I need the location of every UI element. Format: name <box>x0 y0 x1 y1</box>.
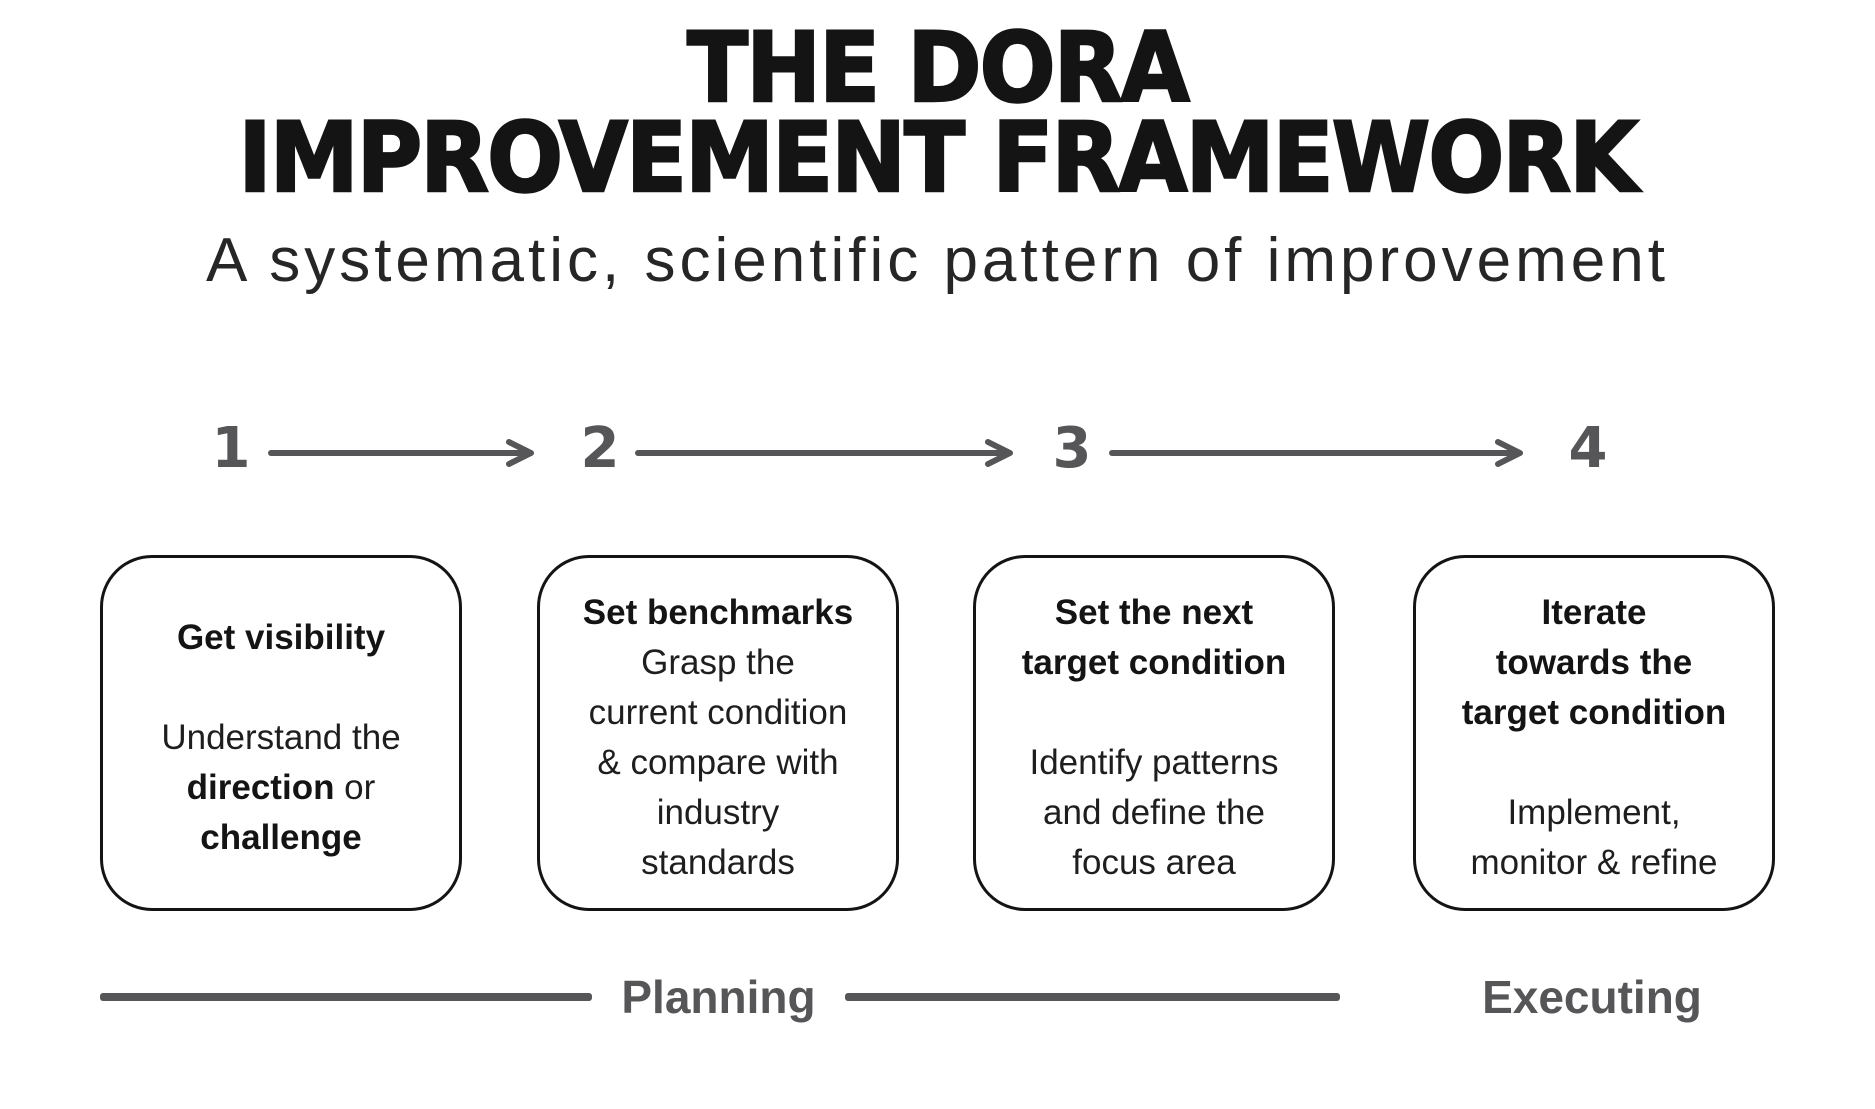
planning-phase-line-right <box>845 993 1340 1001</box>
step-number-1: 1 <box>211 416 251 481</box>
page-subtitle: A systematic, scientific pattern of impr… <box>206 226 1669 295</box>
step-number-3: 3 <box>1052 416 1092 481</box>
phase-label-executing: Executing <box>1482 971 1702 1023</box>
phase-label-planning: Planning <box>621 971 816 1023</box>
arrow-right-icon <box>635 439 1013 467</box>
arrow-right-icon <box>268 439 534 467</box>
planning-phase-line-left <box>100 993 592 1001</box>
step-card-title: Set benchmarks <box>582 593 854 632</box>
step-number-4: 4 <box>1568 416 1608 481</box>
step-card-body: Implement,monitor & refine <box>1470 793 1718 882</box>
step-number-2: 2 <box>580 416 620 481</box>
page-title-line-2: IMPROVEMENT FRAMEWORK <box>237 102 1639 214</box>
page-title-line-1: THE DORA <box>686 12 1191 124</box>
step-card-title: Get visibility <box>176 618 386 657</box>
arrow-right-icon <box>1109 439 1523 467</box>
